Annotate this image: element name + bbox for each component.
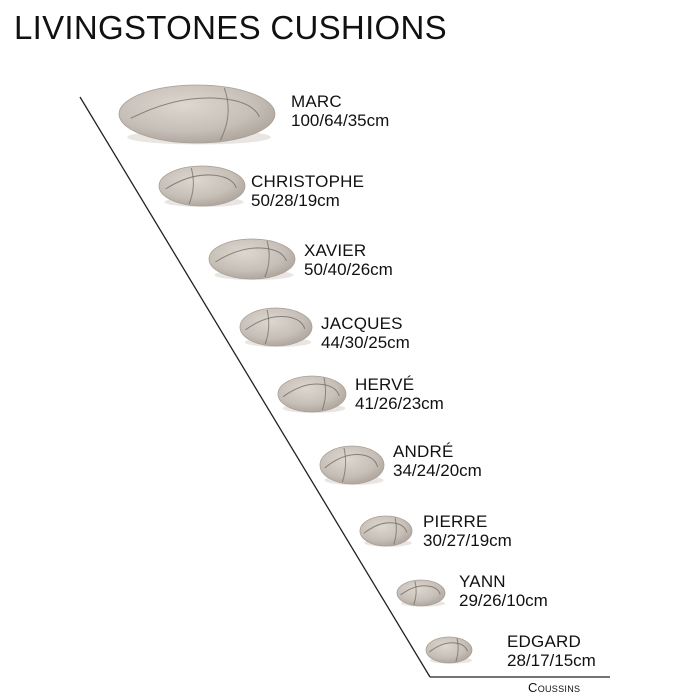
cushion-stone-7 [359, 515, 413, 547]
stone-body [158, 165, 246, 207]
cushion-name: EDGARD [507, 632, 581, 651]
cushion-dimensions: 41/26/23cm [355, 394, 444, 413]
stone-seam [264, 309, 270, 345]
cushion-dimensions: 100/64/35cm [291, 111, 390, 130]
cushion-stone-8 [396, 579, 446, 607]
stone-seam [264, 240, 270, 278]
stone-body [359, 515, 413, 547]
stone-body [239, 307, 313, 347]
stone-body [208, 238, 296, 280]
stone-seam [413, 581, 417, 605]
stone-seam [455, 638, 459, 662]
stone-seam [245, 316, 306, 331]
cushion-name: CHRISTOPHE [251, 172, 365, 191]
cushion-name: MARC [291, 92, 342, 111]
cushion-stone-1 [118, 84, 276, 145]
cushion-dimensions: 44/30/25cm [321, 333, 410, 352]
stone-body [277, 375, 347, 413]
cushion-name: PIERRE [423, 512, 488, 531]
diagonal-guide-line [79, 96, 431, 678]
stone-seam [165, 174, 237, 190]
cushion-dimensions: 34/24/20cm [393, 461, 482, 480]
stone-seam [324, 454, 379, 469]
stone-body [425, 636, 473, 664]
stone-seam [215, 247, 287, 263]
cushion-name: ANDRÉ [393, 442, 454, 461]
cushion-stone-5 [277, 375, 347, 413]
stone-seam [321, 377, 327, 411]
stone-seam [188, 167, 194, 205]
stone-body [319, 445, 385, 485]
cushion-stone-4 [239, 307, 313, 347]
stone-seam [282, 383, 340, 398]
cushion-dimensions: 28/17/15cm [507, 651, 596, 670]
cushion-dimensions: 50/28/19cm [251, 191, 340, 210]
stone-body [396, 579, 446, 607]
cushion-dimensions: 29/26/10cm [459, 591, 548, 610]
cushion-stone-6 [319, 445, 385, 485]
cushion-name: XAVIER [304, 241, 367, 260]
stone-seam [429, 642, 468, 653]
stone-body [118, 84, 276, 144]
stone-seam [393, 517, 397, 545]
stone-seam [363, 522, 408, 534]
cushion-stone-2 [158, 165, 246, 207]
stone-seam [400, 585, 441, 596]
stone-seam [219, 87, 229, 141]
stone-seam [341, 447, 347, 483]
cushion-name: JACQUES [321, 314, 403, 333]
cushion-name: HERVÉ [355, 375, 415, 394]
footer-label: Coussins [528, 680, 581, 695]
cushion-stone-3 [208, 238, 296, 280]
cushion-stone-9 [425, 636, 473, 664]
cushion-dimensions: 30/27/19cm [423, 531, 512, 550]
stones-layer [118, 84, 473, 664]
stone-seam [130, 97, 260, 119]
page-title: LIVINGSTONES CUSHIONS [14, 9, 447, 46]
cushion-name: YANN [459, 572, 506, 591]
cushion-dimensions: 50/40/26cm [304, 260, 393, 279]
